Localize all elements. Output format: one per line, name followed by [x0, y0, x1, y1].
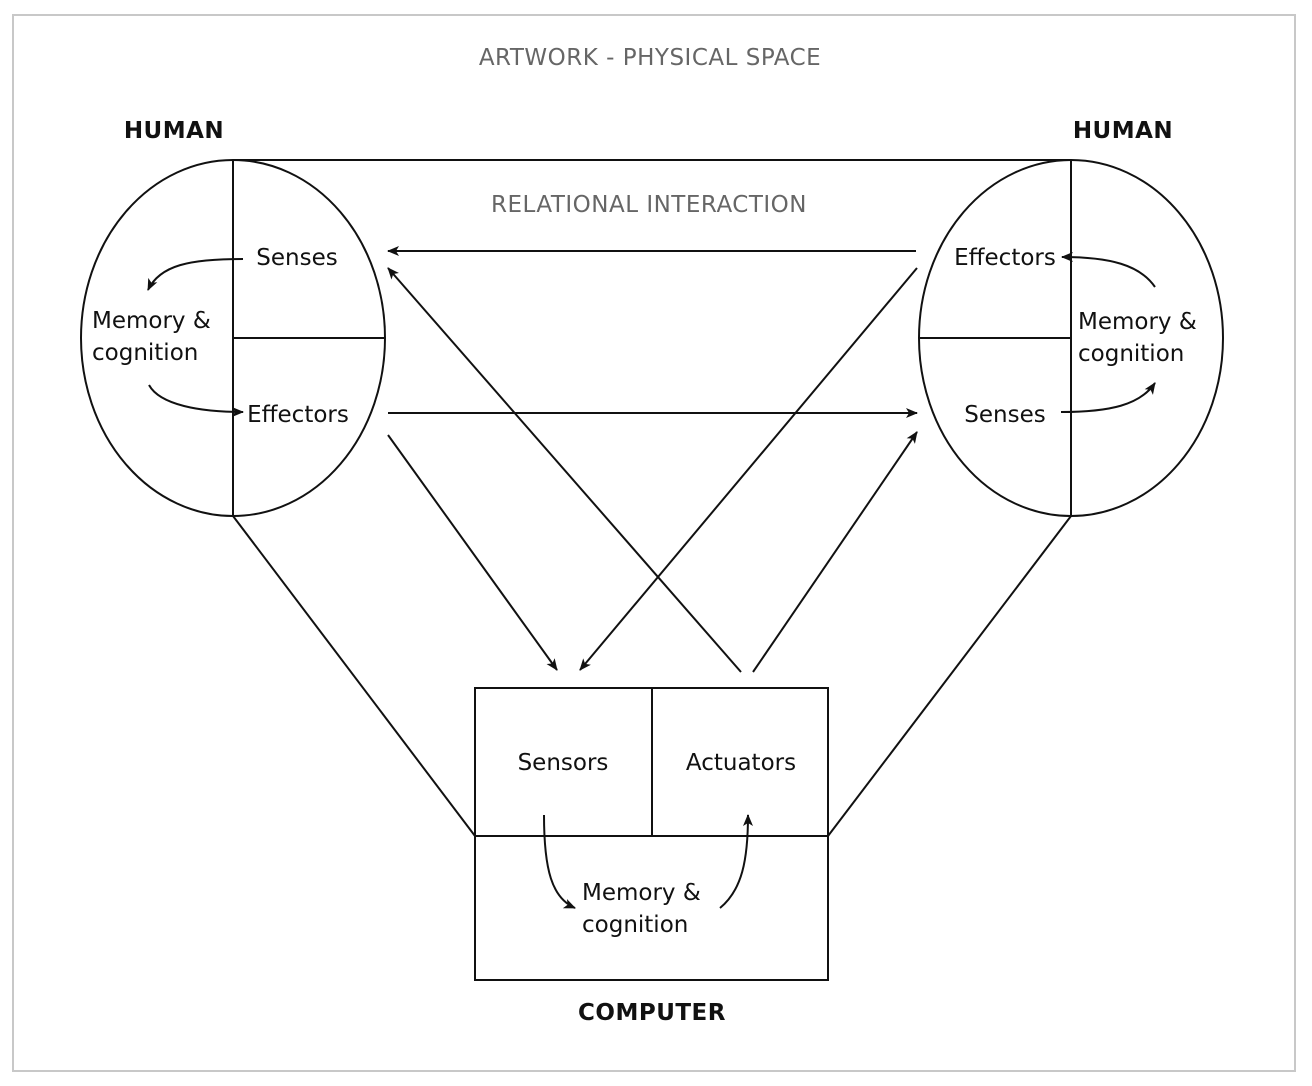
left-human: HUMAN Senses Memory & cognition Effector… — [80, 118, 386, 517]
right-memory-label-line2: cognition — [1078, 341, 1184, 367]
right-memory-label-line1: Memory & — [1078, 309, 1197, 335]
diagram-frame — [12, 14, 1296, 1072]
right-senses-to-memory-arrow — [1060, 382, 1156, 413]
arrow-right-effectors-to-sensors — [579, 267, 918, 671]
right-human: HUMAN Effectors Memory & cognition Sense… — [918, 118, 1224, 517]
computer-memory-label-line2: cognition — [582, 912, 688, 938]
left-memory-label-line2: cognition — [92, 340, 198, 366]
actuators-label: Actuators — [686, 750, 796, 776]
right-memory-to-effectors-arrow — [1061, 252, 1156, 288]
memory-to-actuators-arrow — [719, 814, 753, 909]
relational-interaction-label: RELATIONAL INTERACTION — [491, 192, 807, 218]
computer: Sensors Actuators Memory & cognition COM… — [474, 687, 829, 1026]
right-senses-label: Senses — [964, 402, 1045, 428]
arrow-actuators-to-right-senses — [752, 431, 918, 673]
left-effectors-label: Effectors — [247, 402, 349, 428]
computer-label: COMPUTER — [578, 1000, 726, 1026]
right-effectors-label: Effectors — [954, 245, 1056, 271]
diagram-title: ARTWORK - PHYSICAL SPACE — [479, 45, 821, 71]
sensors-to-memory-arrow — [543, 814, 576, 909]
arrow-left-effectors-to-sensors — [387, 434, 558, 671]
left-senses-to-memory-arrow — [147, 258, 244, 291]
sensors-label: Sensors — [518, 750, 609, 776]
left-senses-label: Senses — [256, 245, 337, 271]
right-human-to-computer-connector — [827, 515, 1072, 837]
arrow-actuators-to-left-senses — [387, 267, 742, 673]
computer-memory-label-line1: Memory & — [582, 880, 701, 906]
left-human-label: HUMAN — [124, 118, 224, 144]
left-human-to-computer-connector — [232, 515, 476, 837]
left-memory-to-effectors-arrow — [148, 384, 244, 417]
right-human-label: HUMAN — [1073, 118, 1173, 144]
left-memory-label-line1: Memory & — [92, 308, 211, 334]
